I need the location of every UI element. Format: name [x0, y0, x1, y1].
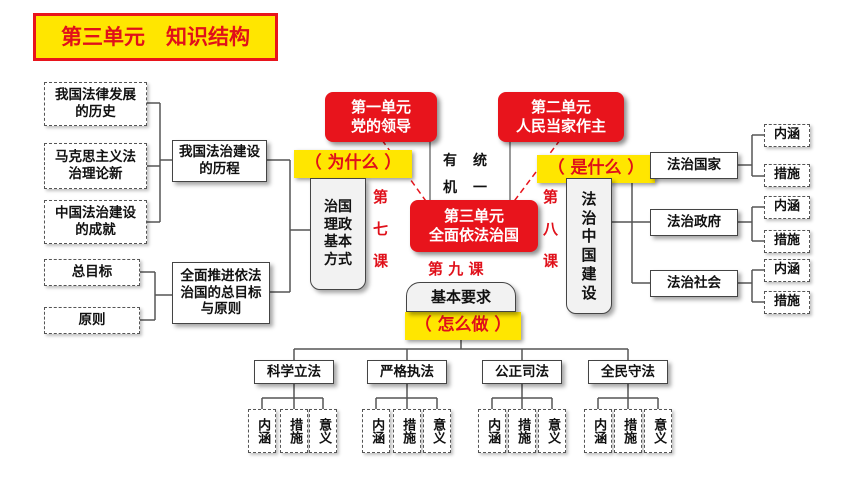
bottom-branch-law-abiding: 全民守法	[588, 360, 668, 384]
bottom-abide-sub-3: 意义	[644, 409, 672, 453]
right-state-sub-measures: 措施	[764, 164, 810, 187]
bottom-jus-sub-3: 意义	[538, 409, 566, 453]
left-history-item-2: 马克思主义法治理论新	[44, 143, 147, 189]
center-char-tong: 统	[473, 153, 487, 169]
sub-text: 意义	[430, 418, 446, 444]
bottom-jus-sub-1: 内涵	[478, 409, 506, 453]
center-char-you: 有	[443, 153, 457, 169]
sub-text: 措施	[621, 418, 637, 444]
left-history-item-3: 中国法治建设的成就	[44, 200, 147, 244]
right-gov-sub-measures: 措施	[764, 230, 810, 253]
bottom-leg-sub-3: 意义	[309, 409, 337, 453]
lesson8-di: 第	[543, 188, 559, 206]
bottom-leg-sub-1: 内涵	[248, 409, 276, 453]
sub-text: 措施	[515, 418, 531, 444]
unit3-line2: 全面依法治国	[428, 226, 519, 244]
bottom-jus-sub-2: 措施	[508, 409, 536, 453]
lesson7-ke: 课	[373, 252, 389, 270]
lesson9-label: 第 九 课	[428, 260, 484, 278]
left-principle-rule: 原则	[44, 307, 140, 334]
lesson8-num: 八	[543, 220, 559, 238]
unit1-party-leadership: 第一单元 党的领导	[325, 92, 437, 142]
left-principle-hub: 全面推进依法治国的总目标与原则	[172, 262, 270, 324]
right-soc-sub-connotation: 内涵	[764, 259, 810, 282]
right-branch-government: 法治政府	[650, 209, 738, 236]
right-core-rule-of-law-china: 法治中国建设	[566, 178, 612, 314]
unit2-line2: 人民当家作主	[515, 117, 606, 135]
unit1-line1: 第一单元	[350, 98, 411, 117]
left-history-hub: 我国法治建设的历程	[172, 140, 267, 182]
sub-text: 意义	[545, 418, 561, 444]
right-state-sub-connotation: 内涵	[764, 124, 810, 147]
sub-text: 措施	[400, 418, 416, 444]
sub-text: 意义	[651, 418, 667, 444]
question-how: （ 怎么做 ）	[405, 312, 521, 340]
bottom-branch-legislation: 科学立法	[254, 360, 334, 384]
left-history-item-1: 我国法律发展的历史	[44, 82, 147, 126]
bottom-enf-sub-2: 措施	[393, 409, 421, 453]
left-core-governance-mode: 治国理政基本方式	[310, 178, 366, 290]
unit2-people-masters: 第二单元 人民当家作主	[498, 92, 624, 142]
bottom-branch-enforcement: 严格执法	[367, 360, 447, 384]
right-soc-sub-measures: 措施	[764, 291, 810, 314]
bottom-enf-sub-3: 意义	[423, 409, 451, 453]
bottom-root-basic-requirements: 基本要求	[406, 282, 516, 312]
bottom-branch-justice: 公正司法	[482, 360, 562, 384]
center-char-yi: 一	[473, 180, 487, 196]
unit3-rule-of-law: 第三单元 全面依法治国	[410, 200, 538, 252]
unit1-line2: 党的领导	[350, 117, 411, 135]
unit3-line1: 第三单元	[443, 207, 504, 226]
sub-text: 内涵	[369, 418, 385, 444]
lesson8-ke: 课	[543, 252, 559, 270]
left-principle-goal: 总目标	[44, 259, 140, 286]
sub-text: 意义	[316, 418, 332, 444]
lesson7-di: 第	[373, 188, 389, 206]
bottom-abide-sub-2: 措施	[614, 409, 642, 453]
bottom-abide-sub-1: 内涵	[584, 409, 612, 453]
lesson7-num: 七	[373, 220, 389, 238]
question-why: （ 为什么 ）	[294, 150, 412, 178]
sub-text: 内涵	[591, 418, 607, 444]
bottom-leg-sub-2: 措施	[280, 409, 308, 453]
right-branch-society: 法治社会	[650, 270, 738, 297]
center-char-ji: 机	[443, 180, 457, 196]
right-branch-state: 法治国家	[650, 152, 738, 179]
bottom-enf-sub-1: 内涵	[362, 409, 390, 453]
sub-text: 措施	[287, 418, 303, 444]
right-gov-sub-connotation: 内涵	[764, 196, 810, 219]
unit2-line1: 第二单元	[530, 98, 591, 117]
sub-text: 内涵	[485, 418, 501, 444]
page-title: 第三单元 知识结构	[33, 13, 278, 61]
sub-text: 内涵	[255, 418, 271, 444]
